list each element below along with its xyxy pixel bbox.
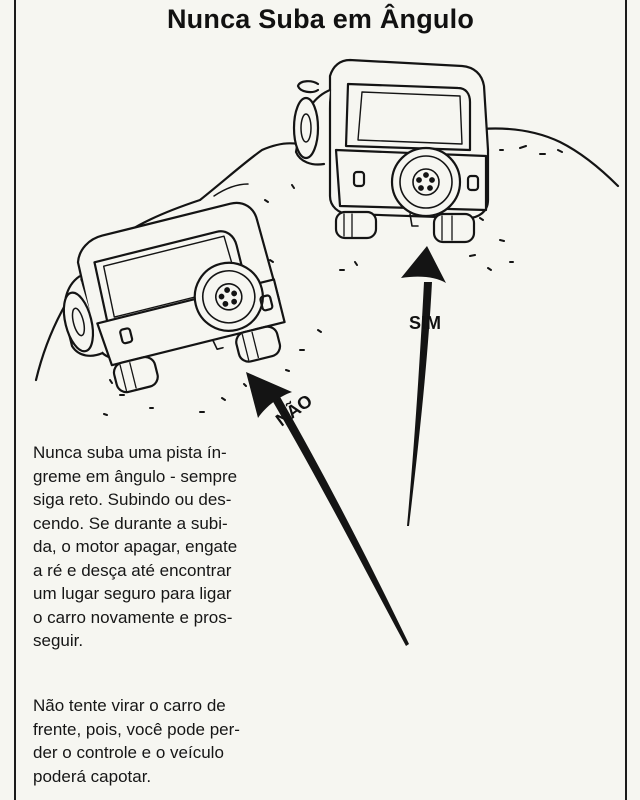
arrow-sim-icon <box>401 246 446 526</box>
text-line: frente, pois, você pode per- <box>33 719 240 739</box>
text-line: siga reto. Subindo ou des- <box>33 490 232 509</box>
text-line: poderá capotar. <box>33 766 152 786</box>
text-line: cendo. Se durante a subi- <box>33 513 228 533</box>
page-border-right <box>625 0 627 800</box>
jeep-angled-icon <box>62 201 286 394</box>
page-border-left <box>14 0 16 800</box>
jeep-straight-icon <box>292 58 490 244</box>
text-line: da, o motor apagar, engate <box>33 537 238 556</box>
instruction-paragraph-2: Não tente virar o carro de frente, pois,… <box>33 694 283 788</box>
text-line: a ré e desça até encontrar <box>33 560 232 580</box>
text-line: Não tente virar o carro de <box>33 696 226 715</box>
hill-illustration <box>34 58 620 646</box>
text-line: o carro novamente e pros- <box>33 607 233 627</box>
text-line: Nunca suba uma pista ín- <box>33 443 227 462</box>
arrow-nao-icon <box>246 372 409 646</box>
text-line: seguir. <box>33 631 84 650</box>
page-title: Nunca Suba em Ângulo <box>166 4 475 34</box>
text-line: um lugar seguro para ligar <box>33 584 232 603</box>
text-line: der o controle e o veículo <box>33 743 224 762</box>
label-sim: SIM <box>409 313 442 333</box>
instruction-paragraph-1: Nunca suba uma pista ín- greme em ângulo… <box>33 441 283 653</box>
text-line: greme em ângulo - sempre <box>33 466 238 486</box>
